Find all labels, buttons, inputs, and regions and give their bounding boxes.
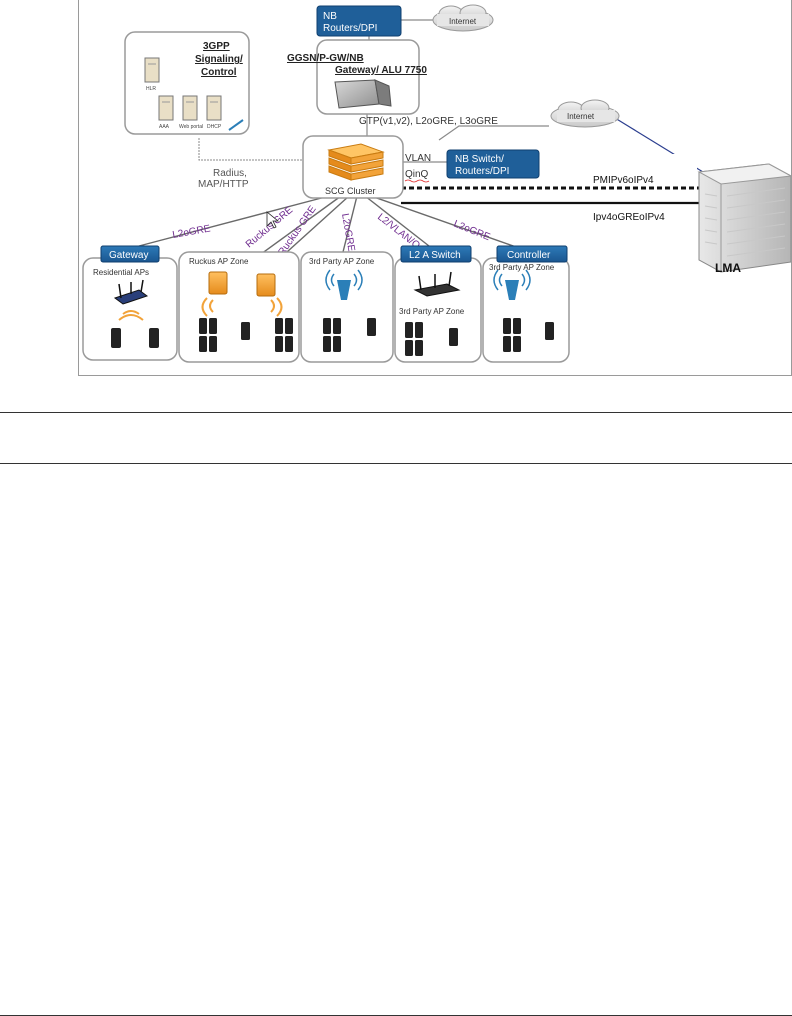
scg-cluster-label: SCG Cluster [325, 186, 376, 196]
wifi-signal-icon [118, 310, 144, 321]
link-scg-l2switch [364, 195, 430, 247]
gtp-label: GTP(v1,v2), L2oGRE, L3oGRE [359, 116, 498, 127]
lma-label: LMA [715, 261, 741, 275]
lma-rack-icon: LMA [697, 163, 791, 275]
mouse-cursor-icon [266, 211, 280, 229]
server-aaa-icon: AAA [158, 95, 174, 130]
zone-third-party-caption: 3rd Party AP Zone [309, 257, 375, 266]
ggsn-label-2: Gateway/ ALU 7750 [335, 65, 427, 76]
server-hlr-icon: HLR [144, 57, 160, 92]
signaling-label-1: 3GPP [203, 41, 230, 52]
server-dhcp-icon: DHCP [206, 95, 222, 130]
internet-cloud-right: Internet [550, 99, 620, 128]
connection-lines [138, 19, 704, 271]
server-hlr-label: HLR [146, 86, 156, 92]
signaling-label-3: Control [201, 67, 237, 78]
zone-ruckus: Ruckus AP Zone [178, 251, 300, 363]
internet-cloud-top: Internet [432, 4, 494, 32]
wireless-router-icon [113, 279, 149, 305]
wifi-signal-icon [201, 297, 214, 317]
signaling-accent [228, 119, 244, 131]
horizontal-rule-1 [0, 412, 792, 413]
radius-label-1: Radius, [213, 168, 247, 179]
zone-controller-tab: Controller [507, 250, 551, 261]
cell-antenna-icon [325, 269, 363, 300]
server-dhcp-label: DHCP [207, 124, 222, 130]
zone-l2switch-tab: L2 A Switch [409, 250, 461, 261]
link-scg-internet [438, 125, 549, 141]
phone-icon [149, 328, 159, 348]
l2ogre-gateway-label: L2oGRE [172, 223, 212, 241]
vlan-label-1: VLAN [405, 153, 431, 164]
network-diagram-figure: NB Routers/DPI Internet GGSN/P-GW/NB Gat… [78, 0, 792, 376]
wifi-signal-icon [270, 297, 283, 317]
radius-label-2: MAP/HTTP [198, 179, 249, 190]
link-scg-controller [370, 195, 520, 249]
zone-gateway-caption: Residential APs [93, 268, 149, 277]
link-scg-3rd-zone [340, 195, 358, 261]
ipv4gre-label: Ipv4oGREoIPv4 [593, 212, 665, 223]
zone-gateway: Gateway Residential APs [82, 245, 178, 361]
nb-switch-label-1: NB Switch/ [455, 154, 504, 165]
phone-group [405, 322, 458, 356]
scg-cluster-box: SCG Cluster [302, 135, 404, 199]
qinq-squiggle [404, 179, 430, 183]
link-scg-gateway-zone [138, 195, 330, 247]
signaling-label-2: Signaling/ [195, 54, 243, 65]
zone-controller-caption: 3rd Party AP Zone [489, 263, 555, 272]
nb-routers-box: NB Routers/DPI [316, 5, 402, 37]
tunnel-label-bg [577, 154, 697, 184]
ggsn-label-1: GGSN/P-GW/NB [287, 53, 364, 64]
zone-l2switch-caption: 3rd Party AP Zone [399, 307, 465, 316]
zone-third-party: 3rd Party AP Zone [300, 251, 394, 363]
nb-routers-label: NB [323, 11, 337, 22]
l2ogre-3rd-label: L2oGRE [339, 213, 357, 253]
nb-routers-line: NB [323, 11, 337, 22]
signaling-box: 3GPP Signaling/ Control HLR AAA Web port… [124, 31, 250, 135]
pmip-label: PMIPv6oIPv4 [593, 175, 654, 186]
vlan-label-2: QinQ [405, 169, 429, 180]
server-portal-icon: Web portal [179, 95, 203, 130]
wireless-router-icon [413, 271, 461, 297]
zone-ruckus-caption: Ruckus AP Zone [189, 257, 249, 266]
diagram-svg: NB Routers/DPI Internet GGSN/P-GW/NB Gat… [82, 4, 791, 363]
router-device-icon [334, 79, 392, 109]
internet-right-label: Internet [567, 112, 595, 121]
phone-icon [111, 328, 121, 348]
internet-top-label: Internet [449, 17, 477, 26]
scg-server-stack-icon [327, 143, 385, 181]
nb-routers-label-2: Routers/DPI [323, 23, 377, 34]
ggsn-gateway-box: GGSN/P-GW/NB Gateway/ ALU 7750 [287, 39, 427, 115]
nb-switch-box: NB Switch/ Routers/DPI [446, 149, 540, 179]
zone-l2switch: L2 A Switch 3rd Party AP Zone [394, 245, 482, 363]
phone-group [323, 318, 376, 352]
link-radius [198, 138, 304, 161]
phone-group [503, 318, 554, 352]
l2ogre-controller-label: L2oGRE [452, 219, 492, 244]
server-aaa-label: AAA [159, 124, 170, 130]
horizontal-rule-2 [0, 463, 792, 464]
ruckus-ap-icon [208, 271, 228, 295]
nb-switch-label-2: Routers/DPI [455, 166, 509, 177]
zone-gateway-tab: Gateway [109, 250, 148, 261]
server-portal-label: Web portal [179, 124, 203, 130]
phone-group [199, 318, 293, 352]
ruckus-ap-icon [256, 273, 276, 297]
zone-controller: Controller 3rd Party AP Zone [482, 245, 570, 363]
cell-antenna-icon [493, 269, 531, 300]
